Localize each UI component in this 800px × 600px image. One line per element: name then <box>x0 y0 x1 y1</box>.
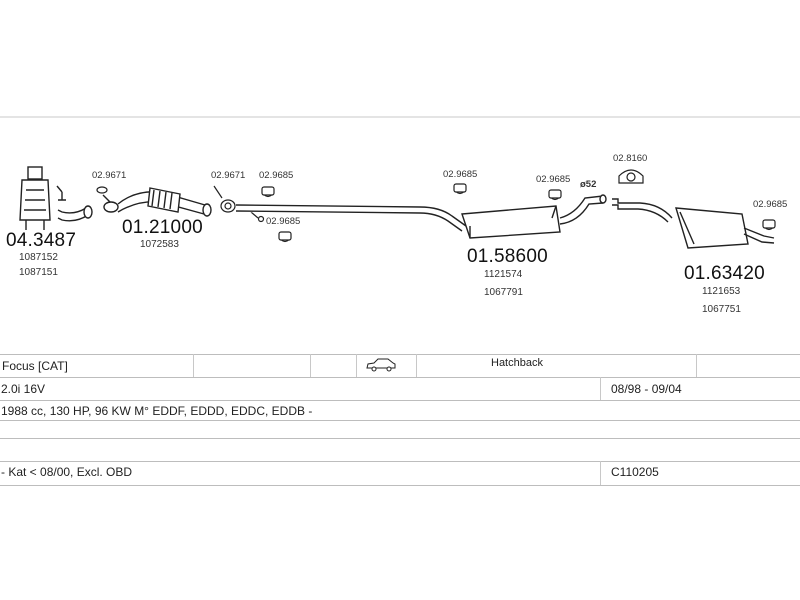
pipe-diameter-label: ø52 <box>580 179 597 190</box>
fitting-label-7: 02.8160 <box>613 153 648 164</box>
fitting-label-6: 02.9685 <box>536 174 571 185</box>
catalyst-ref-1: 1087152 <box>19 252 58 263</box>
front-pipe-part-code: 01.21000 <box>122 217 203 238</box>
fitting-label-2: 02.9671 <box>211 170 246 181</box>
years-cell: 08/98 - 09/04 <box>611 382 682 396</box>
middle-silencer-part-code: 01.58600 <box>467 246 548 267</box>
hatchback-car-icon <box>366 358 396 372</box>
middle-silencer-ref-1: 1121574 <box>484 269 523 280</box>
hanger-drawings <box>261 183 776 243</box>
engine-cell: 2.0i 16V <box>1 382 46 396</box>
note-cell: - Kat < 08/00, Excl. OBD <box>1 465 133 479</box>
catalyst-drawing <box>19 166 93 230</box>
fitting-label-5: 02.9685 <box>443 169 478 180</box>
rear-silencer-ref-1: 1121653 <box>702 286 741 297</box>
fitting-label-3: 02.9685 <box>259 170 294 181</box>
rear-pipe-drawing <box>612 198 775 249</box>
model-cell: Focus [CAT] <box>2 359 68 373</box>
rear-silencer-part-code: 01.63420 <box>684 263 765 284</box>
fitting-label-8: 02.9685 <box>753 199 788 210</box>
gasket-drawings <box>96 185 265 223</box>
engine-spec-cell: 1988 cc, 130 HP, 96 KW M° EDDF, EDDD, ED… <box>1 404 313 418</box>
front-pipe-drawing <box>102 187 212 217</box>
middle-pipe-drawing <box>235 194 607 239</box>
fitting-label-4: 02.9685 <box>266 216 301 227</box>
rear-silencer-ref-2: 1067751 <box>702 304 741 315</box>
catalyst-part-code: 04.3487 <box>6 230 77 251</box>
body-type-cell: Hatchback <box>491 357 543 369</box>
catalyst-ref-2: 1087151 <box>19 267 58 278</box>
middle-silencer-ref-2: 1067791 <box>484 287 523 298</box>
kit-code-cell: C110205 <box>611 465 659 479</box>
front-pipe-ref-1: 1072583 <box>140 239 179 250</box>
fitting-label-1: 02.9671 <box>92 170 127 181</box>
rubber-mount-drawing <box>618 169 644 184</box>
